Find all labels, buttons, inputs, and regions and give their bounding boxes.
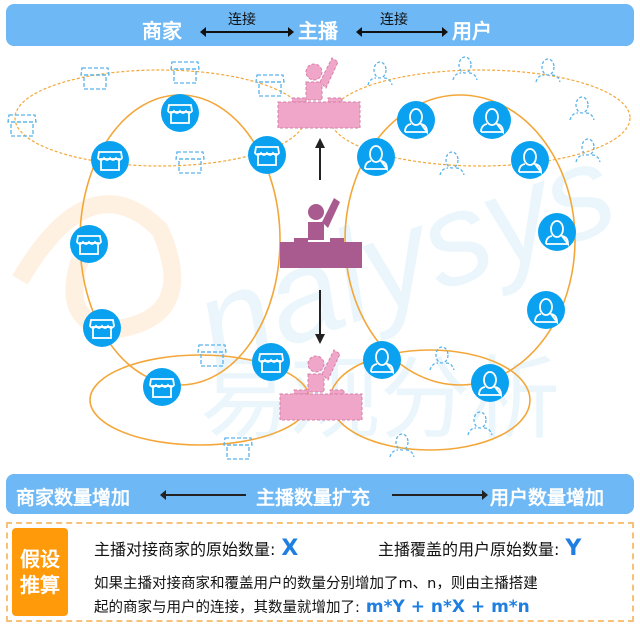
x-definition: 主播对接商家的原始数量: X: [94, 536, 298, 561]
header-connect-left: 连接: [228, 12, 256, 28]
summary-bar: 商家数量增加 主播数量扩充 用户数量增加: [6, 474, 634, 514]
y-value: Y: [565, 536, 582, 561]
desc-line2-text: 起的商家与用户的连接，其数量就增加了:: [94, 600, 360, 616]
double-arrow-icon: [356, 27, 448, 37]
anchor-network-diagram: nalysys 易观分析: [7, 56, 633, 460]
formula: m*Y + n*X + m*n: [365, 597, 530, 617]
summary-merchant-increase: 商家数量增加: [16, 487, 131, 509]
y-label: 主播覆盖的用户原始数量:: [378, 540, 560, 559]
header-bar: 商家 连接 主播 连接 用户: [6, 4, 634, 46]
badge-line2: 推算: [20, 573, 60, 597]
header-connect-right: 连接: [380, 12, 408, 28]
header-user: 用户: [452, 19, 492, 43]
summary-anchor-expand: 主播数量扩充: [256, 487, 371, 509]
badge-line1: 假设: [20, 547, 60, 571]
dj-anchor-top-icon: [277, 57, 361, 129]
hypothesis-box: 假设 推算 主播对接商家的原始数量: X 主播覆盖的用户原始数量: Y 如果主播对接…: [6, 522, 634, 622]
description-line2: 起的商家与用户的连接，其数量就增加了: m*Y + n*X + m*n: [94, 596, 530, 617]
header-merchant: 商家: [142, 19, 182, 43]
left-arrow-icon: [160, 490, 246, 500]
header-anchor: 主播: [298, 19, 338, 43]
hypothesis-badge: 假设 推算: [12, 528, 68, 616]
x-value: X: [281, 536, 299, 561]
summary-user-increase: 用户数量增加: [490, 487, 605, 509]
y-definition: 主播覆盖的用户原始数量: Y: [378, 536, 581, 561]
double-arrow-icon: [200, 27, 294, 37]
x-label: 主播对接商家的原始数量:: [94, 540, 276, 559]
description-line1: 如果主播对接商家和覆盖用户的数量分别增加了m、n，则由主播搭建: [94, 576, 538, 592]
right-arrow-icon: [392, 490, 488, 500]
